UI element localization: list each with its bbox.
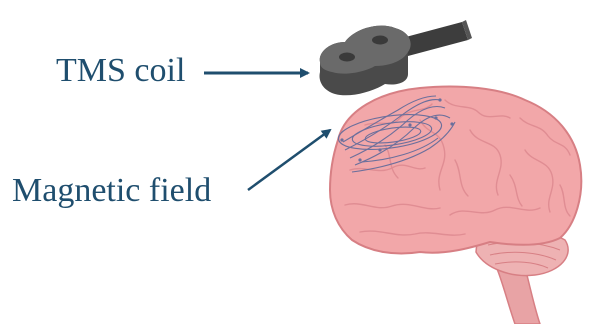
coil-hole-right bbox=[372, 36, 388, 45]
coil-handle bbox=[402, 22, 468, 56]
tms-coil-icon bbox=[320, 20, 472, 95]
field-arrow bbox=[248, 130, 330, 190]
label-tms-coil: TMS coil bbox=[56, 54, 185, 88]
brain-illustration bbox=[330, 87, 581, 325]
coil-hole-left bbox=[339, 53, 355, 62]
label-magnetic-field: Magnetic field bbox=[12, 174, 211, 208]
